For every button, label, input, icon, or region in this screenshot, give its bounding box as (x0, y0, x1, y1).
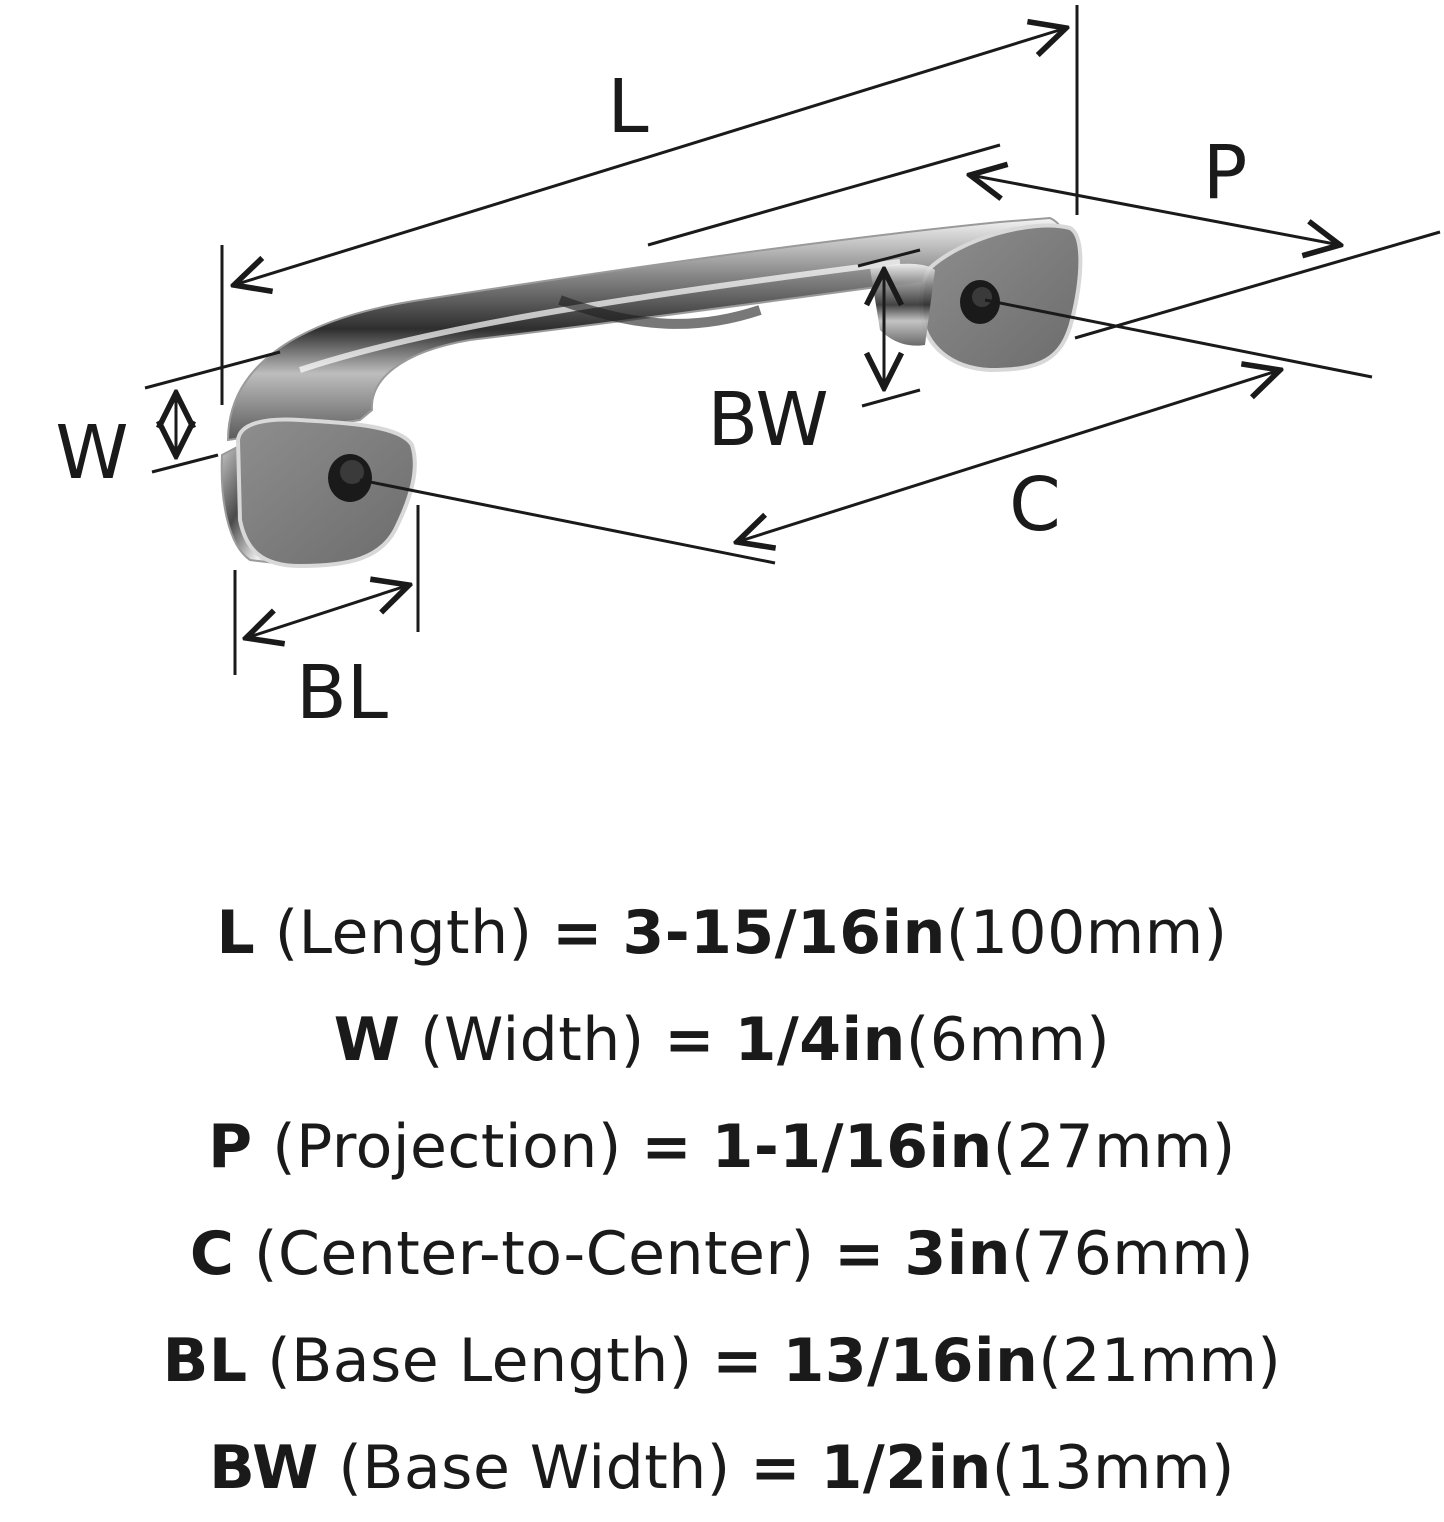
spec-width: W (Width) = 1/4in(6mm) (0, 987, 1444, 1094)
label-P: P (1203, 130, 1248, 216)
spec-name: (Base Width) (338, 1433, 731, 1503)
spec-length: L (Length) = 3-15/16in(100mm) (0, 880, 1444, 987)
spec-name: (Base Length) (267, 1326, 693, 1396)
spec-code: L (216, 898, 256, 968)
spec-equals: = (834, 1219, 885, 1289)
spec-imperial: 1-1/16in (711, 1112, 993, 1182)
label-W: W (55, 410, 128, 496)
spec-imperial: 3in (904, 1219, 1012, 1289)
spec-equals: = (641, 1112, 693, 1182)
spec-code: C (189, 1219, 235, 1289)
spec-base-length: BL (Base Length) = 13/16in(21mm) (0, 1308, 1444, 1415)
spec-imperial: 1/4in (734, 1005, 906, 1075)
spec-center-to-center: C (Center-to-Center) = 3in(76mm) (0, 1201, 1444, 1308)
spec-imperial: 3-15/16in (622, 898, 946, 968)
spec-imperial: 13/16in (782, 1326, 1039, 1396)
spec-equals: = (712, 1326, 764, 1396)
spec-name: (Center-to-Center) (254, 1219, 815, 1289)
label-BL: BL (296, 650, 388, 736)
spec-metric: (21mm) (1038, 1326, 1282, 1396)
label-BW: BW (707, 377, 828, 463)
spec-projection: P (Projection) = 1-1/16in(27mm) (0, 1094, 1444, 1201)
spec-code: BW (209, 1433, 319, 1503)
spec-base-width: BW (Base Width) = 1/2in(13mm) (0, 1415, 1444, 1522)
label-L: L (607, 64, 648, 150)
spec-name: (Projection) (272, 1112, 622, 1182)
spec-name: (Width) (420, 1005, 645, 1075)
spec-equals: = (750, 1433, 802, 1503)
spec-metric: (27mm) (992, 1112, 1236, 1182)
spec-code: BL (162, 1326, 248, 1396)
specification-list: L (Length) = 3-15/16in(100mm) W (Width) … (0, 880, 1444, 1522)
spec-code: W (333, 1005, 401, 1075)
dimension-lines (144, 5, 1441, 675)
spec-metric: (13mm) (991, 1433, 1235, 1503)
label-C: C (1009, 462, 1061, 548)
spec-imperial: 1/2in (820, 1433, 992, 1503)
spec-metric: (6mm) (905, 1005, 1111, 1075)
spec-name: (Length) (274, 898, 533, 968)
spec-code: P (208, 1112, 253, 1182)
dimension-diagram: L P W BW C BL (55, 5, 1441, 736)
spec-metric: (100mm) (945, 898, 1228, 968)
spec-equals: = (664, 1005, 716, 1075)
pull-handle-image (220, 216, 1083, 569)
spec-equals: = (552, 898, 603, 968)
spec-metric: (76mm) (1011, 1219, 1255, 1289)
